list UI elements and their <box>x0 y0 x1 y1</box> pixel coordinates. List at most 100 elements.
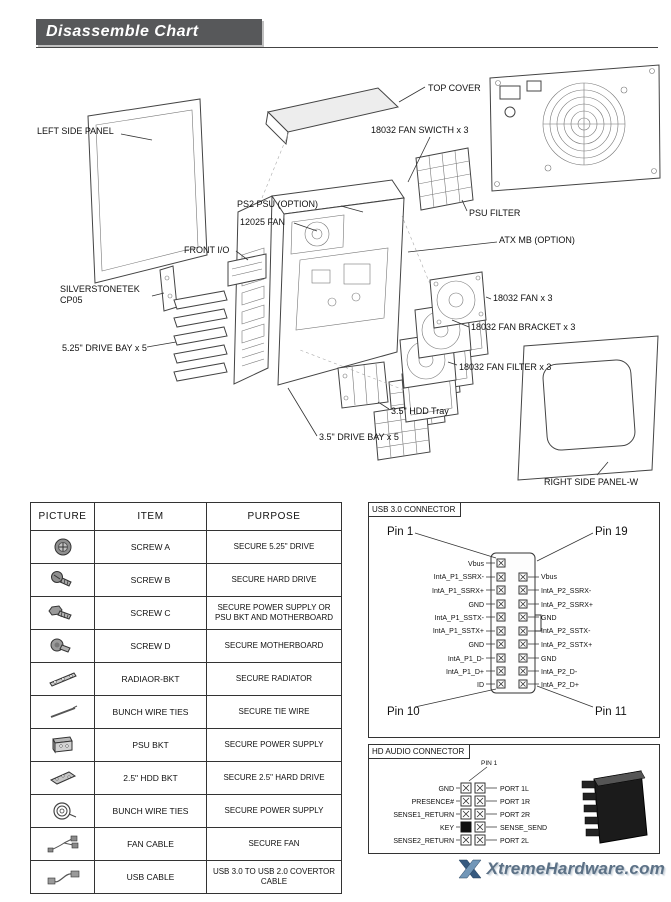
top-detail-inset <box>489 64 661 192</box>
usb-connector-panel: USB 3.0 CONNECTOR <box>368 502 660 738</box>
left-side-panel-shape <box>87 98 208 284</box>
label-right-side-panel: RIGHT SIDE PANEL-W <box>544 477 639 487</box>
usb-right-pin-label: Vbus <box>541 574 557 581</box>
audio-left-pin-label: KEY <box>440 825 454 832</box>
part-item: SCREW B <box>94 563 207 597</box>
fan-stack-shape <box>399 271 487 389</box>
usb-header-body <box>490 552 542 694</box>
usb-left-pin-label: IntA_P1_SSRX- <box>434 574 485 581</box>
part-purpose: SECURE POWER SUPPLY OR PSU BKT AND MOTHE… <box>206 596 342 630</box>
table-row: PSU BKT SECURE POWER SUPPLY <box>30 728 342 762</box>
screw-b-icon <box>50 571 72 587</box>
table-header-row: PICTURE ITEM PURPOSE <box>30 502 342 531</box>
part-icon-cell <box>30 695 95 729</box>
parts-table: PICTURE ITEM PURPOSE SCREW A SECURE 5.25… <box>30 502 342 894</box>
leader-lines <box>120 86 609 476</box>
audio-header-body <box>460 782 486 846</box>
drive-bay-stack-shape <box>173 290 228 382</box>
part-icon-cell <box>30 728 95 762</box>
part-icon-cell <box>30 596 95 630</box>
part-purpose: SECURE 2.5" HARD DRIVE <box>206 761 342 795</box>
part-icon-cell <box>30 761 95 795</box>
case-body-shape <box>227 179 405 386</box>
watermark-text: XtremeHardware.com <box>486 859 665 878</box>
label-left-side-panel: LEFT SIDE PANEL <box>37 126 114 136</box>
usb-left-pin-label: ID <box>477 682 484 689</box>
label-top-cover: TOP COVER <box>428 83 481 93</box>
label-fan-bracket: 18032 FAN BRACKET x 3 <box>471 322 576 332</box>
hdd-bracket-icon <box>49 771 76 785</box>
part-item: RADIAOR-BKT <box>94 662 207 696</box>
audio-plug-drawing <box>581 770 648 844</box>
table-row: RADIAOR-BKT SECURE RADIATOR <box>30 662 342 696</box>
usb-left-pin-label: GND <box>468 642 484 649</box>
usb-left-pin-label: GND <box>468 602 484 609</box>
usb-pinout-drawing: Pin 1 Pin 19 Pin 10 Pin 11 Vbus IntA_P1_… <box>387 526 628 718</box>
usb-leader-lines <box>414 532 594 708</box>
label-hdd-tray: 3.5" HDD Tray <box>391 406 449 416</box>
usb-pin1-label: Pin 1 <box>387 526 413 538</box>
part-icon-cell <box>30 530 95 564</box>
screw-d-icon <box>50 638 71 653</box>
table-row: 2.5" HDD BKT SECURE 2.5" HARD DRIVE <box>30 761 342 795</box>
exploded-diagram: TOP COVER LEFT SIDE PANEL 18032 FAN SWIC… <box>0 50 671 502</box>
label-18032-fan: 18032 FAN x 3 <box>493 293 553 303</box>
fan-cable-icon <box>47 835 78 853</box>
screw-a-icon <box>54 538 71 556</box>
audio-panel-title: HD AUDIO CONNECTOR <box>369 745 471 759</box>
usb-cable-icon <box>47 870 79 885</box>
usb-right-pin-label: IntA_P2_SSTX- <box>541 628 591 635</box>
part-icon-cell <box>30 794 95 828</box>
audio-connector-panel: HD AUDIO CONNECTOR PIN 1 <box>368 744 660 854</box>
part-purpose: SECURE POWER SUPPLY <box>206 728 342 762</box>
audio-right-pin-label: SENSE_SEND <box>500 825 547 832</box>
part-purpose: SECURE HARD DRIVE <box>206 563 342 597</box>
usb-pin19-label: Pin 19 <box>595 526 628 538</box>
exploded-diagram-art <box>87 64 661 481</box>
part-icon-cell <box>30 563 95 597</box>
label-psu-filter: PSU FILTER <box>469 208 521 218</box>
part-item: BUNCH WIRE TIES <box>94 695 207 729</box>
psu-bracket-icon <box>51 736 73 754</box>
part-purpose: SECURE FAN <box>206 827 342 861</box>
watermark: XtremeHardware.com <box>457 858 665 880</box>
usb-left-pin-label: IntA_P1_SSTX- <box>435 615 485 622</box>
part-item: 2.5" HDD BKT <box>94 761 207 795</box>
part-item: SCREW C <box>94 596 207 630</box>
table-row: BUNCH WIRE TIES SECURE TIE WIRE <box>30 695 342 729</box>
usb-right-pin-label: IntA_P2_SSRX+ <box>541 602 593 609</box>
part-icon-cell <box>30 662 95 696</box>
part-item: USB CABLE <box>94 860 207 894</box>
audio-pin1-label: PIN 1 <box>481 760 498 767</box>
usb-right-pin-label: IntA_P2_SSTX+ <box>541 642 592 649</box>
table-row: BUNCH WIRE TIES SECURE POWER SUPPLY <box>30 794 342 828</box>
audio-left-pin-label: PRESENCE# <box>412 799 455 806</box>
part-item: SCREW A <box>94 530 207 564</box>
table-row: SCREW D SECURE MOTHERBOARD <box>30 629 342 663</box>
table-row: USB CABLE USB 3.0 TO USB 2.0 COVERTOR CA… <box>30 860 342 894</box>
audio-right-pin-label: PORT 1L <box>500 786 529 793</box>
title-divider <box>36 47 658 48</box>
part-purpose: SECURE MOTHERBOARD <box>206 629 342 663</box>
usb-right-pin-label: GND <box>541 615 557 622</box>
part-purpose: SECURE 5.25" DRIVE <box>206 530 342 564</box>
label-12025-fan: 12025 FAN <box>240 217 286 227</box>
audio-left-pin-label: SENSE1_RETURN <box>393 812 454 819</box>
right-side-panel-shape <box>517 335 659 481</box>
part-purpose: SECURE RADIATOR <box>206 662 342 696</box>
part-item: PSU BKT <box>94 728 207 762</box>
usb-left-pin-label: IntA_P1_D+ <box>446 669 484 676</box>
usb-right-pin-label: GND <box>541 656 557 663</box>
table-row: SCREW C SECURE POWER SUPPLY OR PSU BKT A… <box>30 596 342 630</box>
page-title: Disassemble Chart <box>36 19 262 45</box>
psu-filter-shape <box>415 147 474 211</box>
usb-right-pin-label: IntA_P2_SSRX- <box>541 588 592 595</box>
part-purpose: SECURE POWER SUPPLY <box>206 794 342 828</box>
top-cover-shape <box>265 87 400 146</box>
part-item: FAN CABLE <box>94 827 207 861</box>
usb-pin10-label: Pin 10 <box>387 706 420 718</box>
header-purpose: PURPOSE <box>206 502 342 531</box>
wire-ties-coil-icon <box>52 802 76 820</box>
wire-tie-icon <box>50 705 77 718</box>
header-picture: PICTURE <box>30 502 95 531</box>
